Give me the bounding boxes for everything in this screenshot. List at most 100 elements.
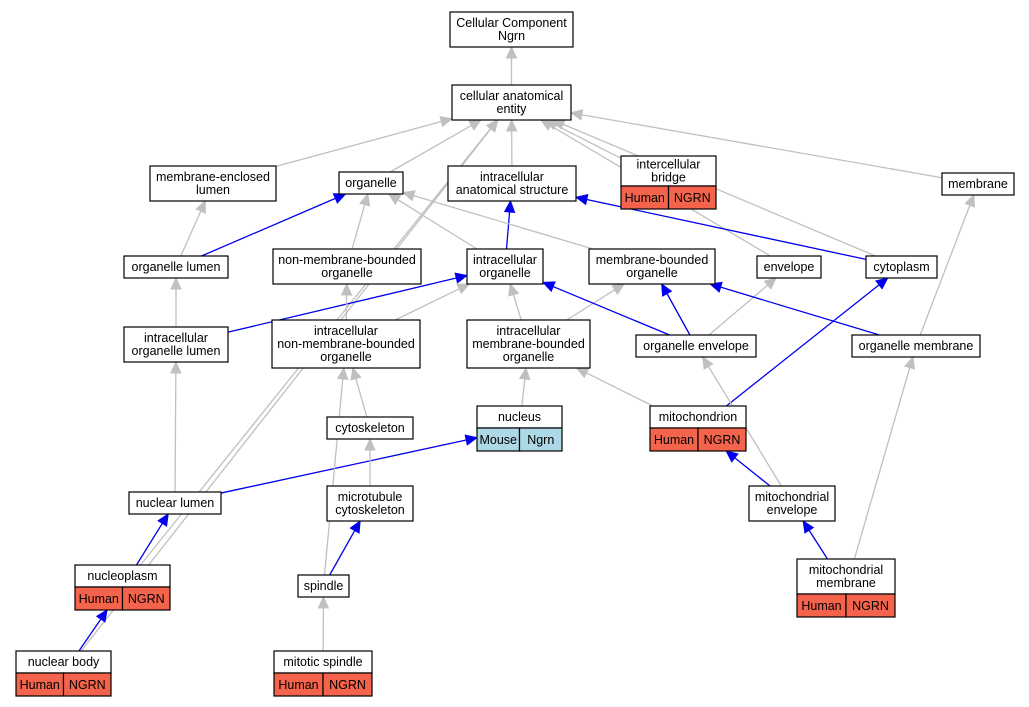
human-tag-label: Human: [801, 599, 841, 613]
edge-is-a: [562, 123, 876, 257]
node-org-lumen[interactable]: organelle lumen: [123, 255, 229, 279]
arrowhead-icon: [401, 190, 416, 202]
arrowhead-icon: [505, 45, 518, 59]
node-label: organelle membrane: [859, 339, 974, 353]
node-organelle[interactable]: organelle: [338, 171, 404, 195]
edge-is-a: [180, 210, 202, 257]
arrowhead-icon: [157, 512, 169, 527]
human-tag-label: Human: [79, 592, 119, 606]
node-box: [635, 334, 757, 358]
node-box: [756, 255, 822, 279]
arrowhead-icon: [964, 193, 976, 208]
edge-part-of: [78, 618, 102, 652]
node-spindle[interactable]: spindle: [297, 574, 350, 598]
node-label: cytoskeleton: [335, 503, 405, 517]
node-label: envelope: [764, 260, 815, 274]
node-label: nucleus: [498, 410, 541, 424]
arrowhead-icon: [702, 355, 714, 370]
node-box: [451, 84, 572, 121]
node-label: organelle lumen: [132, 260, 221, 274]
arrowhead-icon: [763, 277, 777, 290]
node-box: [123, 326, 229, 363]
node-label: non-membrane-bounded: [277, 337, 415, 351]
arrowhead-icon: [574, 193, 589, 206]
node-label: microtubule: [338, 490, 403, 504]
node-label: membrane: [948, 177, 1008, 191]
arrowhead-icon: [456, 283, 471, 295]
edge-is-a: [919, 205, 971, 336]
node-label: nuclear body: [28, 655, 100, 669]
edge-part-of: [720, 286, 880, 336]
node-box: [588, 248, 716, 285]
arrowhead-icon: [486, 119, 499, 133]
node-inmbo[interactable]: intracellularnon-membrane-boundedorganel…: [271, 319, 421, 369]
node-cytoplasm[interactable]: cytoplasm: [865, 255, 938, 279]
node-label: membrane-bounded: [472, 337, 585, 351]
human-tag-label: NGRN: [704, 433, 741, 447]
node-box: [941, 172, 1015, 196]
edge-is-a: [566, 289, 616, 321]
edge-part-of: [552, 285, 670, 336]
node-box: [466, 248, 544, 285]
node-label: organelle lumen: [132, 344, 221, 358]
node-label: envelope: [767, 503, 818, 517]
arrowhead-icon: [708, 281, 723, 293]
node-label: membrane: [816, 576, 876, 590]
node-label: mitochondrion: [659, 410, 738, 424]
node-box: [851, 334, 981, 358]
edge-is-a: [521, 378, 526, 407]
node-label: organelle: [626, 266, 677, 280]
edges-layer: [78, 45, 976, 652]
node-label: spindle: [304, 579, 344, 593]
edge-part-of: [220, 439, 467, 494]
node-box: [128, 491, 222, 515]
human-tag-cell: [62, 672, 112, 697]
arrowhead-icon: [503, 199, 516, 213]
node-box: [449, 11, 574, 48]
node-box: [326, 485, 414, 522]
node-box: [326, 416, 414, 440]
edge-part-of: [329, 530, 356, 576]
node-membrane[interactable]: membrane: [941, 172, 1015, 196]
edge-part-of: [666, 293, 691, 336]
node-cytoskel[interactable]: cytoskeleton: [326, 416, 414, 440]
node-label: nucleoplasm: [87, 569, 157, 583]
node-label: mitotic spindle: [283, 655, 362, 669]
node-org-env[interactable]: organelle envelope: [635, 334, 757, 358]
edge-part-of: [734, 457, 771, 487]
edge-is-a: [397, 199, 478, 250]
node-box: [149, 165, 277, 202]
node-envelope[interactable]: envelope: [756, 255, 822, 279]
human-tag-label: NGRN: [128, 592, 165, 606]
node-label: organelle: [320, 350, 371, 364]
arrowhead-icon: [364, 437, 376, 451]
node-box: [338, 171, 404, 195]
node-org-mem[interactable]: organelle membrane: [851, 334, 981, 358]
node-nuc-lumen[interactable]: nuclear lumen: [128, 491, 222, 515]
edge-is-a: [323, 378, 344, 576]
arrowhead-icon: [317, 595, 330, 609]
edge-is-a: [275, 120, 442, 168]
node-label: lumen: [196, 183, 230, 197]
node-label: intracellular: [473, 253, 537, 267]
arrowhead-icon: [541, 281, 556, 293]
